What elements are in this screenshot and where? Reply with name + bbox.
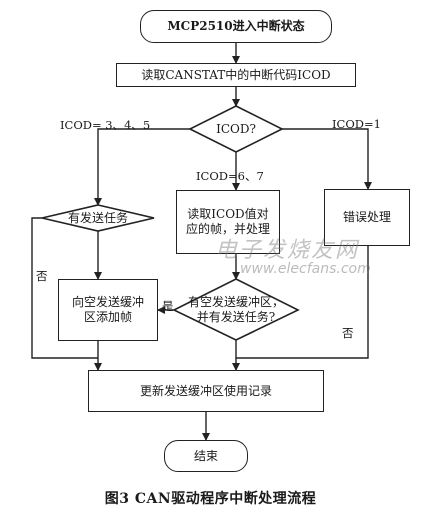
end-terminal: 结束 — [164, 440, 248, 472]
decision-buffer-text: 有空发送缓冲区，并有发送任务? — [187, 295, 284, 324]
figure-caption: 图3 CAN驱动程序中断处理流程 — [104, 491, 317, 507]
watermark-url: www.elecfans.com — [240, 261, 371, 277]
edge-buffer-no — [235, 340, 350, 359]
decision-buffer-shape — [172, 278, 300, 341]
start-terminal: MCP2510进入中断状态 — [140, 10, 332, 43]
no-label-left: 否 — [36, 269, 48, 283]
error-handling-box: 错误处理 — [324, 189, 410, 246]
watermark-cn: 电子发烧友网 — [215, 238, 360, 263]
decision-icod-shape — [188, 105, 284, 153]
has-send-task-text: 有发送任务 — [67, 210, 128, 225]
branch-1-label: ICOD=1 — [332, 117, 381, 131]
decision-task-shape — [41, 204, 155, 232]
update-record-box: 更新发送缓冲区使用记录 — [88, 370, 324, 412]
read-frame-box: 读取ICOD值对应的帧，并处理 — [176, 190, 280, 254]
edge-error-merge — [350, 246, 369, 359]
branch-67-label: ICOD=6、7 — [196, 169, 264, 183]
branch-345-label: ICOD= 3、4、5 — [60, 118, 151, 132]
yes-label: 是 — [162, 299, 174, 313]
edge-decision-left — [94, 128, 190, 206]
no-label-right: 否 — [342, 326, 354, 340]
read-icod-box: 读取CANSTAT中的中断代码ICOD — [116, 63, 356, 87]
edge-decision-right — [282, 128, 372, 190]
add-frame-box: 向空发送缓冲区添加帧 — [58, 279, 158, 341]
decision-icod-text: ICOD? — [216, 121, 256, 136]
edge-task-no — [31, 217, 98, 359]
